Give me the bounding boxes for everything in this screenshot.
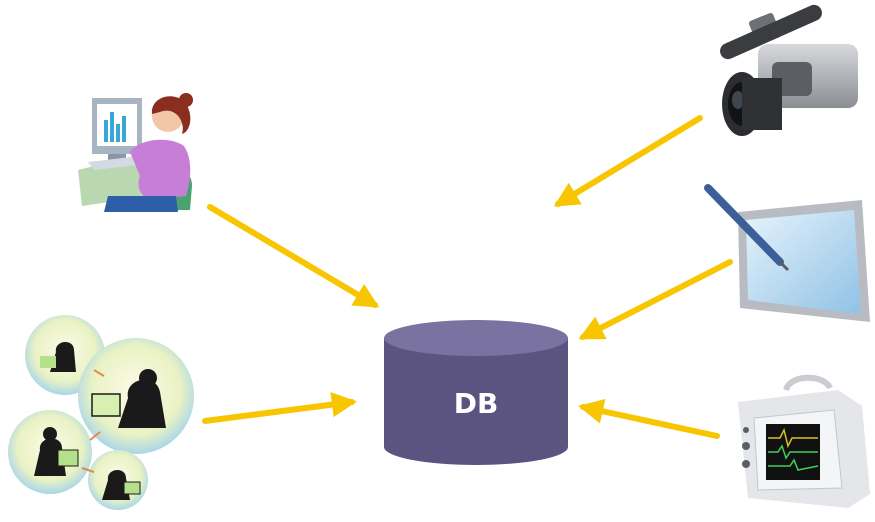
- patient-monitor-icon: [738, 374, 870, 508]
- database-cylinder: DB: [384, 320, 568, 465]
- arrow-camera-to-db: [553, 115, 703, 207]
- database-label: DB: [454, 387, 499, 420]
- video-camera-icon: [720, 4, 858, 136]
- arrow-office-to-db: [207, 204, 380, 308]
- arrow-tablet-to-db: [578, 259, 733, 340]
- arrows: [202, 115, 733, 439]
- arrow-network-to-db: [202, 392, 357, 424]
- woman-at-computer-icon: [78, 93, 193, 212]
- networked-users-icon: [8, 315, 194, 510]
- arrow-monitor-to-db: [578, 398, 720, 439]
- tablet-with-stylus-icon: [704, 184, 870, 322]
